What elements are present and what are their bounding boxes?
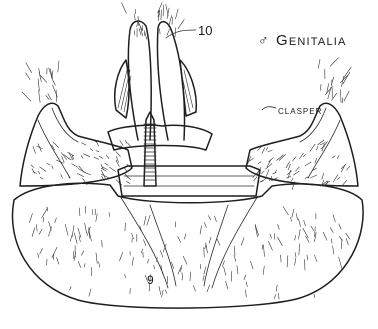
figure-title: Genitalia [276, 32, 347, 49]
clasper-label: CLASPER [278, 107, 322, 116]
segment-10-label: 10 [198, 23, 212, 38]
segment-10-setae [122, 3, 185, 40]
left-clasper [20, 103, 132, 186]
segment-10-leader-line [166, 30, 196, 38]
central-sclerite [118, 166, 260, 196]
segment-9-plate [12, 183, 363, 308]
clasper-leader-line [262, 107, 276, 110]
segment-9-label: 9 [147, 273, 154, 287]
segment-10-lobes [108, 21, 212, 150]
sex-symbol: ♂ [258, 32, 269, 48]
clasper-setae [22, 58, 351, 190]
segment-9-setae [30, 206, 350, 299]
